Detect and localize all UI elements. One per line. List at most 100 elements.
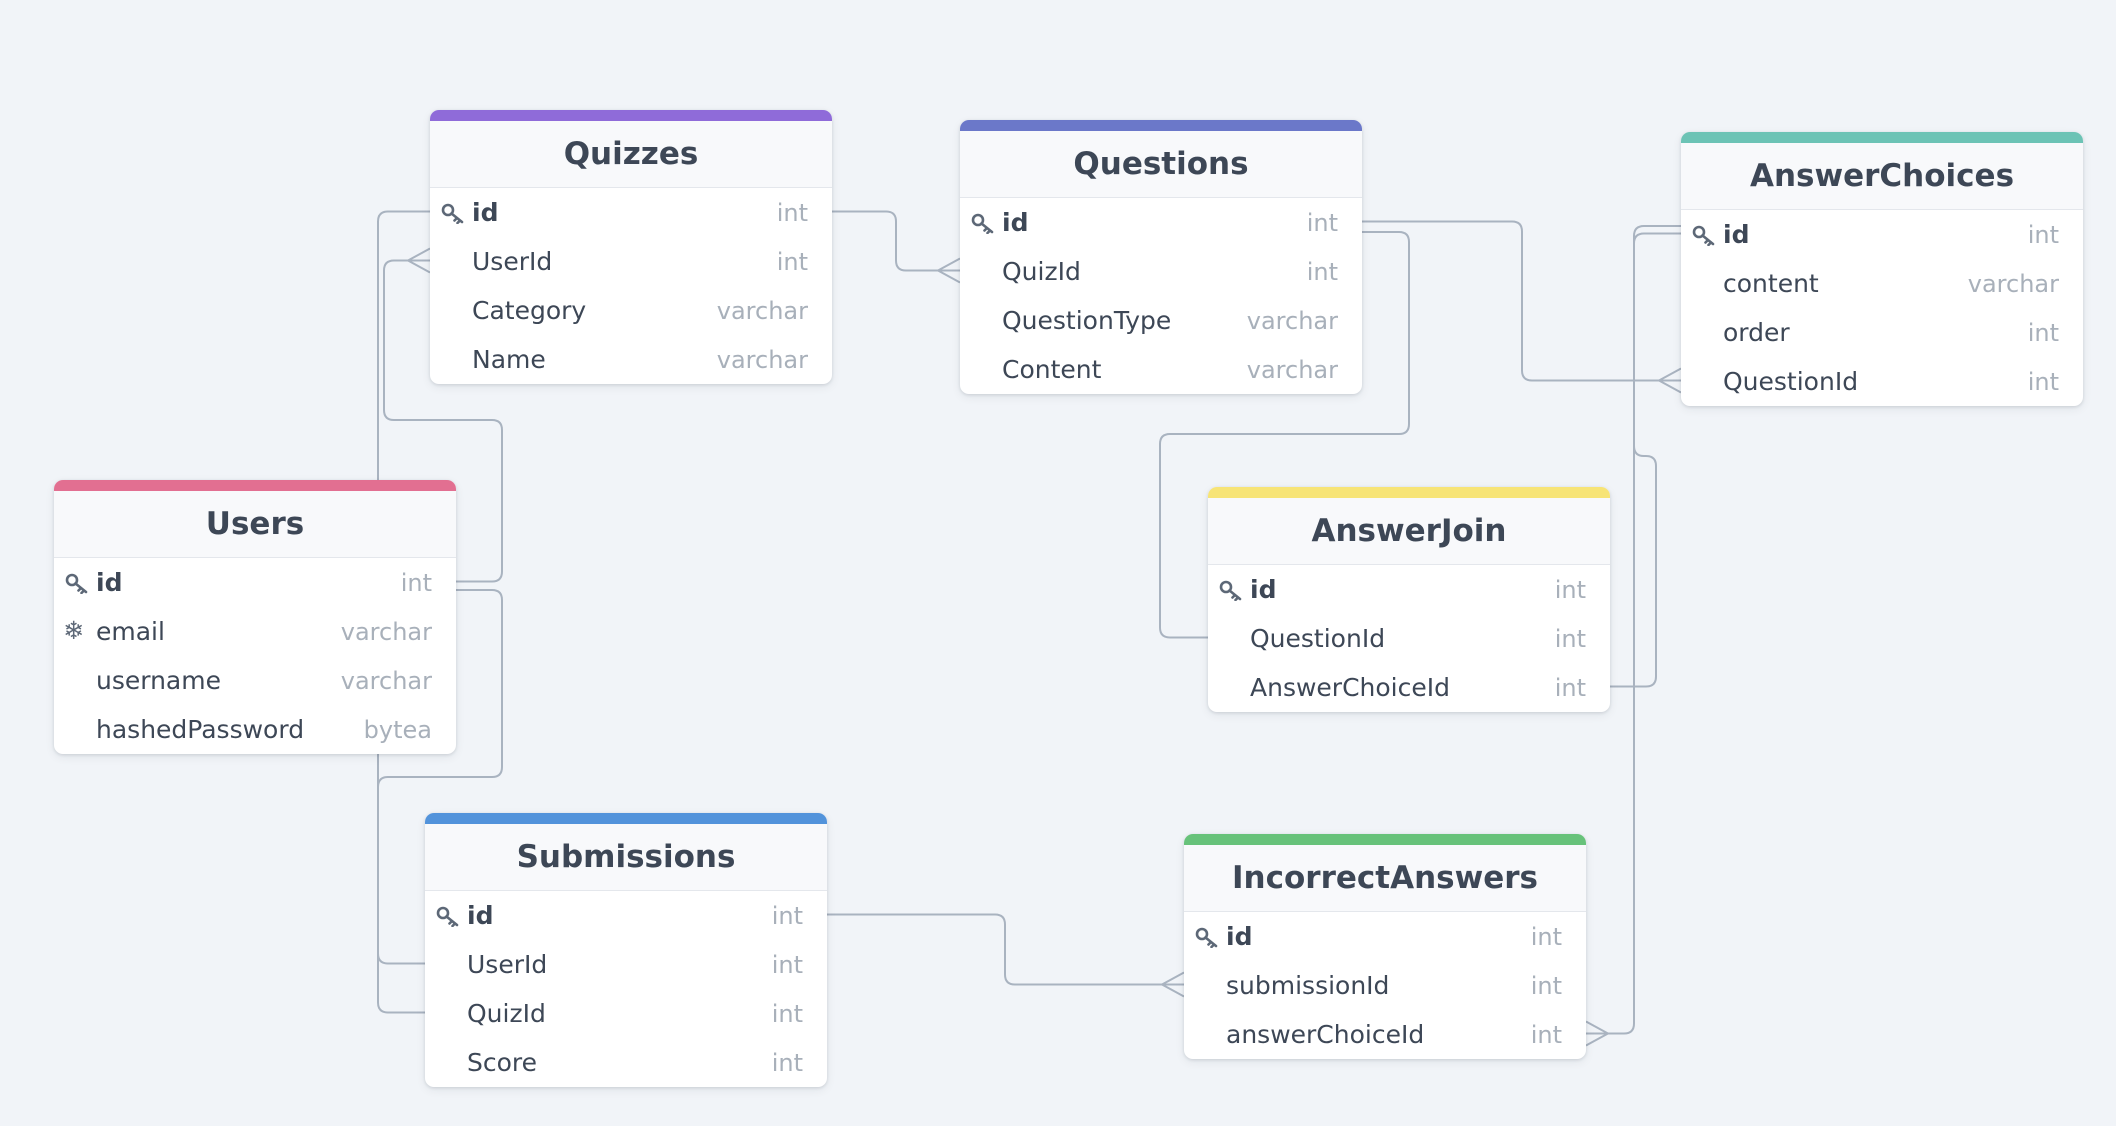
column-name: UserId bbox=[472, 247, 553, 276]
column-name: username bbox=[96, 666, 221, 695]
column-name: QuestionId bbox=[1250, 624, 1386, 653]
crows-foot-marker bbox=[1658, 367, 1682, 394]
column-type: int bbox=[1306, 208, 1338, 237]
column-name: submissionId bbox=[1226, 971, 1390, 1000]
column-type: int bbox=[1530, 922, 1562, 951]
column-name: QuestionId bbox=[1723, 367, 1859, 396]
column-name: hashedPassword bbox=[96, 715, 305, 744]
relationship-questions-answerchoices bbox=[1362, 220, 1681, 382]
column-row[interactable]: order int bbox=[1681, 308, 2083, 357]
key-icon bbox=[1195, 926, 1219, 949]
column-type: int bbox=[1530, 971, 1562, 1000]
column-row[interactable]: username varchar bbox=[54, 656, 456, 705]
key-icon bbox=[441, 202, 465, 225]
column-row[interactable]: Name varchar bbox=[430, 335, 832, 384]
column-name: Score bbox=[467, 1048, 538, 1077]
column-row[interactable]: submissionId int bbox=[1184, 961, 1586, 1010]
column-name: id bbox=[1250, 575, 1277, 604]
crows-foot-marker bbox=[407, 247, 431, 274]
column-name: Category bbox=[472, 296, 587, 325]
column-name: answerChoiceId bbox=[1226, 1020, 1425, 1049]
column-row[interactable]: id int bbox=[960, 198, 1362, 247]
key-icon bbox=[65, 572, 89, 595]
column-row[interactable]: id int bbox=[430, 188, 832, 237]
column-row[interactable]: Score int bbox=[425, 1038, 827, 1087]
table-title[interactable]: Submissions bbox=[425, 813, 827, 891]
key-icon bbox=[971, 212, 995, 235]
column-type: int bbox=[1554, 575, 1586, 604]
key-icon bbox=[1219, 579, 1243, 602]
column-type: varchar bbox=[340, 617, 432, 646]
column-row[interactable]: QuizId int bbox=[425, 989, 827, 1038]
column-name: AnswerChoiceId bbox=[1250, 673, 1450, 702]
column-type: int bbox=[2027, 367, 2059, 396]
column-type: int bbox=[1530, 1020, 1562, 1049]
crows-foot-marker bbox=[1585, 1020, 1609, 1047]
column-row[interactable]: UserId int bbox=[425, 940, 827, 989]
table-title[interactable]: Quizzes bbox=[430, 110, 832, 188]
column-type: int bbox=[771, 950, 803, 979]
column-name: id bbox=[96, 568, 123, 597]
column-name: Name bbox=[472, 345, 546, 374]
column-name: QuestionType bbox=[1002, 306, 1172, 335]
column-name: id bbox=[1226, 922, 1253, 951]
table-title[interactable]: AnswerChoices bbox=[1681, 132, 2083, 210]
column-row[interactable]: UserId int bbox=[430, 237, 832, 286]
column-type: int bbox=[1306, 257, 1338, 286]
relationship-submissions-incorrectanswers bbox=[827, 913, 1184, 986]
column-type: int bbox=[776, 247, 808, 276]
column-type: int bbox=[771, 901, 803, 930]
column-type: varchar bbox=[340, 666, 432, 695]
column-name: order bbox=[1723, 318, 1790, 347]
column-name: id bbox=[1002, 208, 1029, 237]
column-row[interactable]: hashedPassword bytea bbox=[54, 705, 456, 754]
column-type: int bbox=[776, 198, 808, 227]
table-title[interactable]: Questions bbox=[960, 120, 1362, 198]
crows-foot-marker bbox=[1161, 971, 1185, 998]
column-row[interactable]: answerChoiceId int bbox=[1184, 1010, 1586, 1059]
column-type: int bbox=[2027, 318, 2059, 347]
column-name: id bbox=[467, 901, 494, 930]
column-row[interactable]: ❄ email varchar bbox=[54, 607, 456, 656]
table-title[interactable]: IncorrectAnswers bbox=[1184, 834, 1586, 912]
column-row[interactable]: QuestionType varchar bbox=[960, 296, 1362, 345]
column-type: int bbox=[771, 999, 803, 1028]
relationship-answerchoices-answerjoin bbox=[1610, 225, 1681, 688]
column-name: UserId bbox=[467, 950, 548, 979]
column-name: Content bbox=[1002, 355, 1102, 384]
column-row[interactable]: QuestionId int bbox=[1681, 357, 2083, 406]
column-row[interactable]: id int bbox=[425, 891, 827, 940]
column-type: bytea bbox=[363, 715, 432, 744]
column-name: email bbox=[96, 617, 165, 646]
snowflake-icon: ❄ bbox=[63, 616, 84, 645]
column-row[interactable]: id int bbox=[1208, 565, 1610, 614]
crows-foot-marker bbox=[937, 257, 961, 284]
table-title[interactable]: Users bbox=[54, 480, 456, 558]
column-type: varchar bbox=[716, 345, 808, 374]
column-type: int bbox=[771, 1048, 803, 1077]
table-title[interactable]: AnswerJoin bbox=[1208, 487, 1610, 565]
key-icon bbox=[436, 905, 460, 928]
column-name: QuizId bbox=[467, 999, 546, 1028]
column-type: varchar bbox=[1246, 306, 1338, 335]
column-type: int bbox=[2027, 220, 2059, 249]
column-name: id bbox=[472, 198, 499, 227]
column-name: content bbox=[1723, 269, 1819, 298]
column-row[interactable]: id int bbox=[1184, 912, 1586, 961]
